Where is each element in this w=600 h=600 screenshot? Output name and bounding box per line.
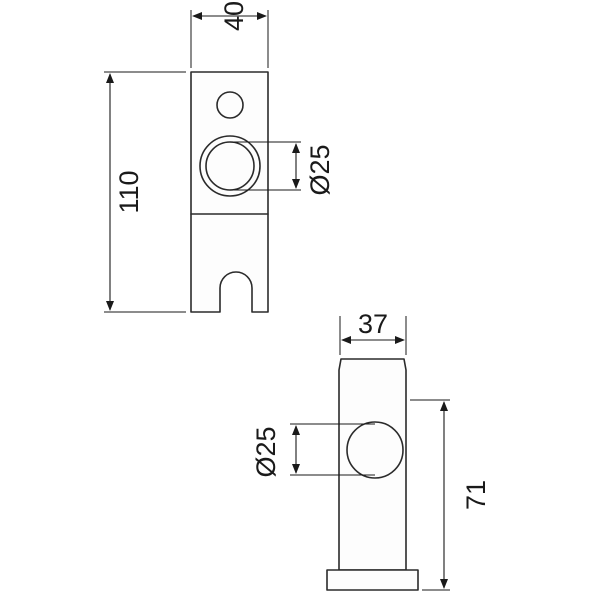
dimension-bore-25-side: Ø25 [251,423,375,478]
side-view-geometry [326,358,419,591]
dimension-height-71: 71 [410,399,491,591]
dimension-label-110: 110 [114,170,144,213]
dimension-bore-25-front: Ø25 [230,141,335,196]
dimension-width-40: 40 [190,1,269,68]
dimension-label-bore-25-front: Ø25 [305,144,335,195]
dimension-label-37: 37 [358,309,388,339]
front-view-geometry [190,71,269,313]
dimension-label-bore-25-side: Ø25 [251,426,281,477]
dimension-width-37: 37 [339,309,407,355]
dimension-label-71: 71 [461,480,491,510]
dimension-label-40: 40 [219,1,249,31]
dimension-height-110: 110 [104,71,186,313]
